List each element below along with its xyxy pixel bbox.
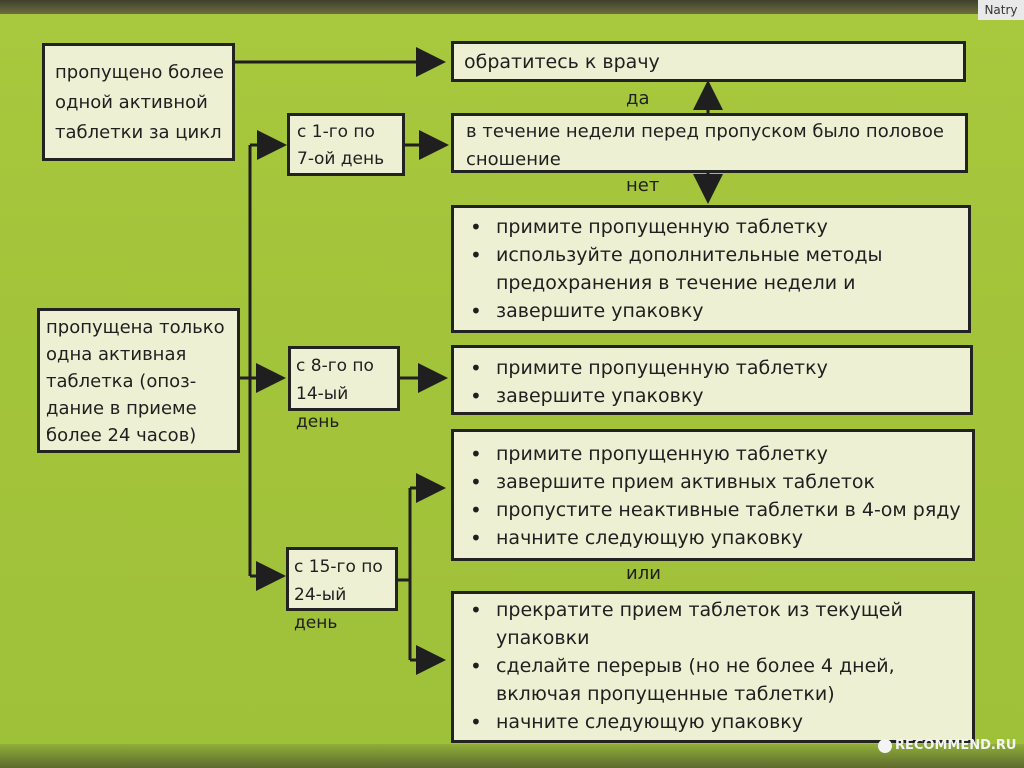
bottom-edge — [0, 744, 1024, 768]
week2-list: примите пропущенную таблетку завершите у… — [458, 354, 960, 410]
box-see-doctor: обратитесь к врачу — [451, 41, 966, 82]
list-item: начните следующую упаковку — [458, 708, 958, 736]
only-one-text: пропущена только одна активная таблетка … — [46, 317, 225, 446]
day-1-7-text: с 1-го по 7-ой день — [297, 122, 385, 169]
week3-b-list: прекратите прием таблеток из текущей упа… — [458, 596, 958, 736]
box-day-8-14: с 8-го по 14-ый день — [288, 346, 400, 432]
box-week3-option-a: примите пропущенную таблетку завершите п… — [451, 429, 975, 561]
intercourse-text: в течение недели перед пропуском было по… — [466, 121, 944, 170]
box-more-than-one-missed: пропущено более одной активной таблетки … — [42, 43, 235, 161]
label-yes: да — [626, 88, 650, 109]
label-no: нет — [626, 175, 660, 196]
list-item: используйте дополнительные методы предох… — [458, 241, 958, 297]
list-item: завершите упаковку — [458, 297, 958, 325]
box-day-1-7: с 1-го по 7-ой день — [287, 113, 405, 176]
list-item: пропустите неактивные таблетки в 4-ом ря… — [458, 496, 962, 524]
recommend-logo-icon — [878, 738, 892, 753]
day-15-24-text: с 15-го по 24-ый день — [294, 557, 383, 633]
list-item: сделайте перерыв (но не более 4 дней, вк… — [458, 652, 958, 708]
week3-a-list: примите пропущенную таблетку завершите п… — [458, 440, 962, 552]
list-item: примите пропущенную таблетку — [458, 354, 960, 382]
list-item: завершите прием активных таблеток — [458, 468, 962, 496]
list-item: завершите упаковку — [458, 382, 960, 410]
box-day-15-24: с 15-го по 24-ый день — [286, 547, 398, 633]
natry-badge: Natry — [978, 0, 1024, 20]
list-item: начните следующую упаковку — [458, 524, 962, 552]
box-only-one-missed: пропущена только одна активная таблетка … — [37, 308, 240, 453]
list-item: примите пропущенную таблетку — [458, 440, 962, 468]
box-week3-option-b: прекратите прием таблеток из текущей упа… — [451, 591, 975, 743]
box-week1-actions: примите пропущенную таблетку используйте… — [451, 205, 971, 333]
recommend-text: RECOMMEND.RU — [895, 738, 1017, 753]
day-8-14-text: с 8-го по 14-ый день — [296, 356, 374, 432]
more-than-one-text: пропущено более одной активной таблетки … — [55, 62, 224, 143]
week1-list: примите пропущенную таблетку используйте… — [458, 213, 958, 325]
recommend-watermark: RECOMMEND.RU — [878, 738, 1016, 753]
box-intercourse-question: в течение недели перед пропуском было по… — [451, 113, 968, 173]
label-or: или — [626, 563, 661, 584]
box-week2-actions: примите пропущенную таблетку завершите у… — [451, 345, 973, 415]
list-item: примите пропущенную таблетку — [458, 213, 958, 241]
see-doctor-text: обратитесь к врачу — [464, 51, 660, 73]
list-item: прекратите прием таблеток из текущей упа… — [458, 596, 958, 652]
top-edge — [0, 0, 1024, 14]
